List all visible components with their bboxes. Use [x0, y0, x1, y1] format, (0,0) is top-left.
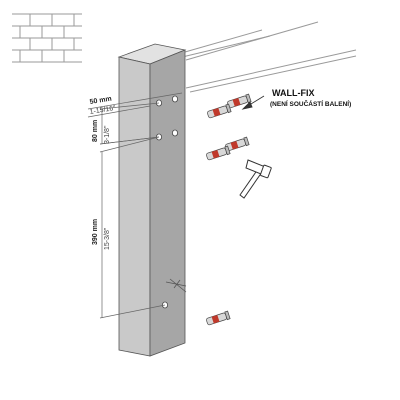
anchor-3	[225, 136, 250, 152]
wall-anchors	[206, 93, 252, 326]
wall-fix-label: WALL-FIX	[272, 88, 315, 98]
lower-spacing-mm: 390 mm	[92, 219, 99, 245]
hole-mid-right	[171, 129, 178, 137]
wall-fix-pointer	[241, 95, 265, 110]
wire-clip	[165, 278, 187, 293]
mounting-holes	[155, 95, 178, 309]
anchor-5	[206, 310, 231, 326]
lower-spacing-in: 15-3/8"	[104, 227, 111, 250]
anchor-1	[227, 93, 252, 109]
hammer-icon	[239, 159, 272, 199]
dimension-lines	[87, 92, 183, 319]
brick-wall-icon	[12, 13, 82, 63]
fence-post	[117, 43, 187, 357]
upper-spacing-in: 3-1/8"	[104, 125, 111, 144]
anchor-4	[206, 145, 231, 161]
anchor-2	[207, 103, 232, 119]
rail-lines	[177, 21, 357, 93]
upper-spacing-mm: 80 mm	[92, 120, 99, 142]
wall-fix-note: (NENÍ SOUČÁSTÍ BALENÍ)	[270, 99, 351, 108]
top-width-in: 1-15/16"	[89, 105, 117, 116]
hole-top-right	[171, 95, 178, 103]
post-side	[149, 49, 186, 357]
top-width-mm: 50 mm	[89, 96, 112, 106]
